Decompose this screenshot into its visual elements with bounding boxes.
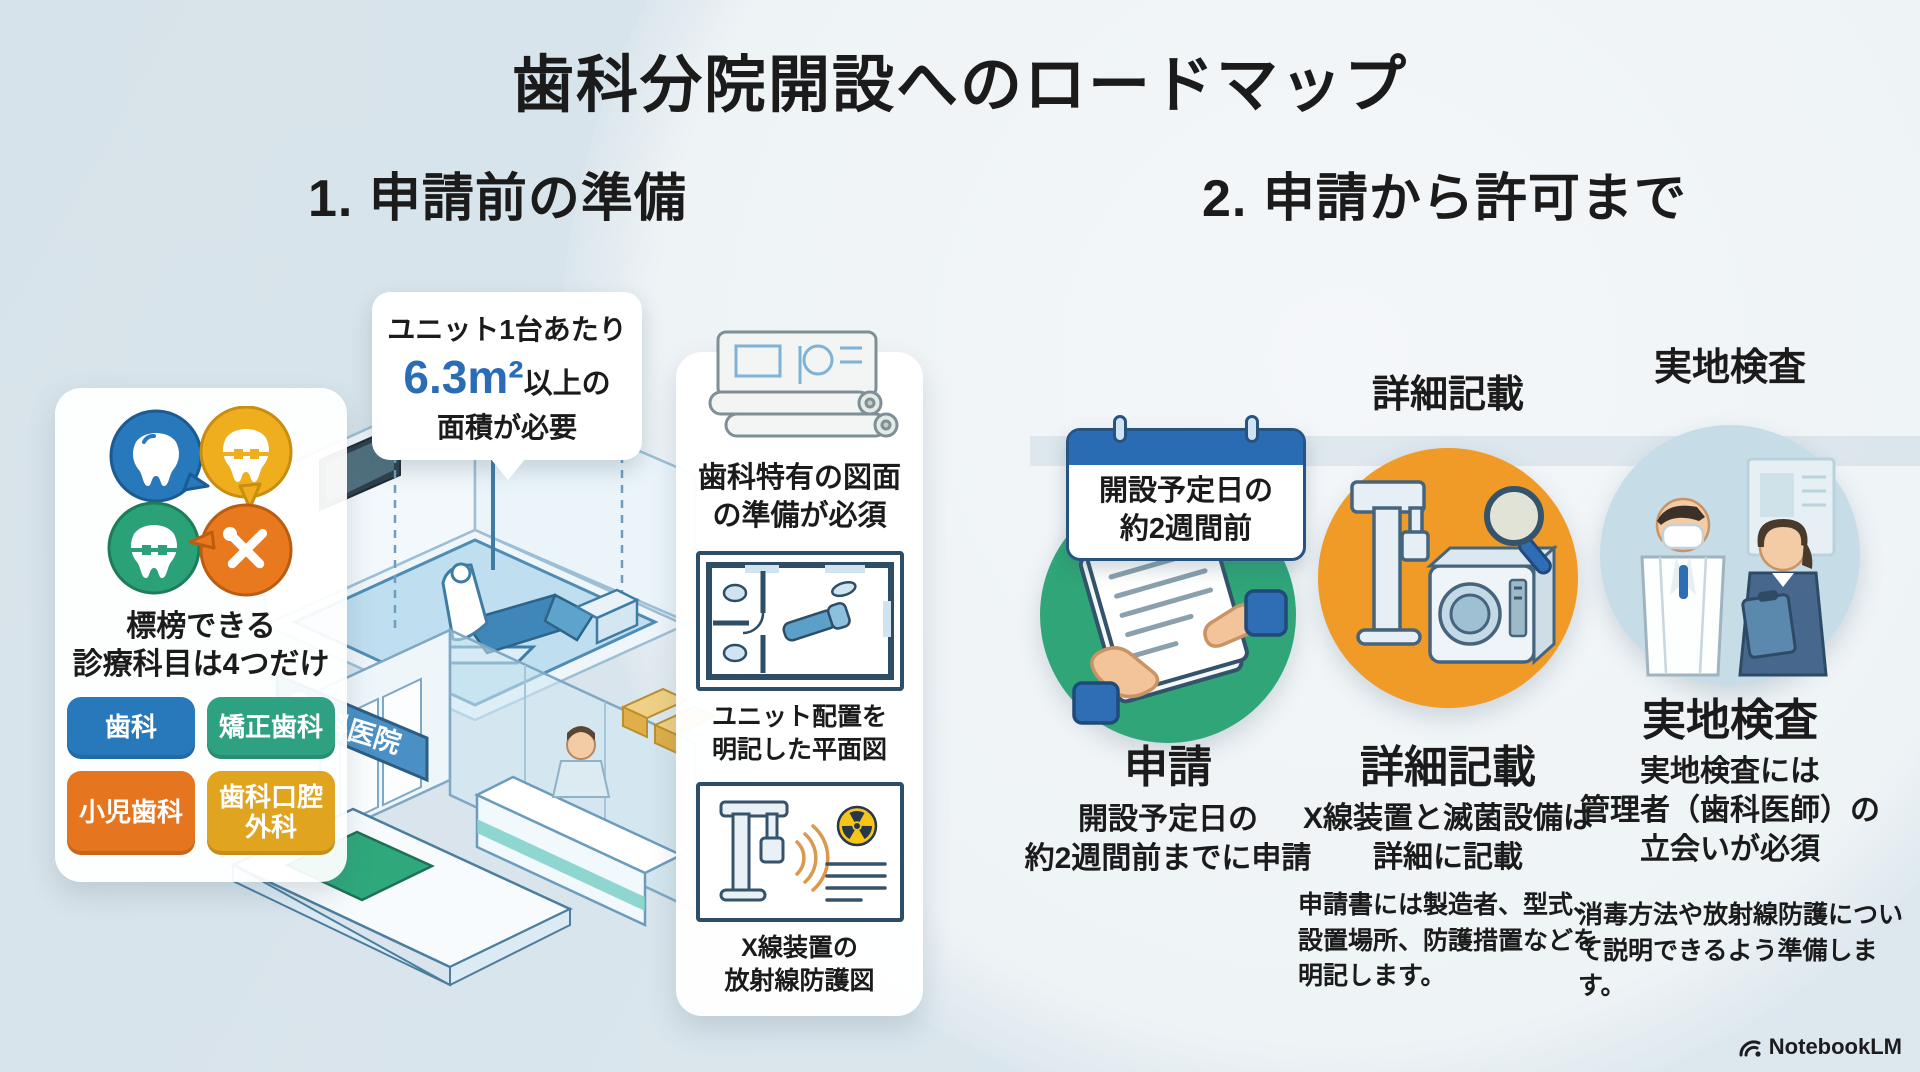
deadline-text: 開設予定日の 約2週間前	[1098, 475, 1273, 545]
drawings-panel: 歯科特有の図面 の準備が必須 ユニット配置を 明記した平面図	[676, 330, 923, 1016]
dental-tools-icon	[188, 503, 293, 597]
specialty-badge-oral-surgery: 歯科口腔外科	[207, 771, 335, 855]
unit-note-line3: 面積が必要	[436, 412, 577, 443]
step1-subtitle: 開設予定日の 約2週間前までに申請	[1024, 803, 1312, 875]
specialty-icons	[107, 406, 293, 597]
inspector-figure	[1738, 519, 1828, 677]
calendar-header	[1069, 415, 1303, 465]
xray-shielding-icon	[719, 800, 887, 903]
clinic-entrance: 科医院	[230, 628, 715, 987]
floor-plan-frame	[695, 551, 904, 692]
specialties-card: 標榜できる 診療科目は4つだけ 歯科 矯正歯科 小児歯科 歯科口腔外科	[55, 388, 347, 882]
specialty-badge-dentistry: 歯科	[67, 697, 195, 759]
floor-plan-caption: ユニット配置を 明記した平面図	[711, 703, 887, 764]
step3-top-label: 実地検査	[1653, 347, 1806, 389]
step1-title: 申請	[1124, 743, 1212, 792]
step3-body: 消毒方法や放射線防護につい て説明できるよう準備します。	[1578, 901, 1904, 1000]
notebooklm-label: NotebookLM	[1768, 1034, 1902, 1059]
tooth-braces-icon	[199, 406, 293, 510]
tooth-icon	[109, 409, 210, 503]
floor-plan-icon	[705, 562, 894, 681]
unit-note-line1: ユニット1台あたり	[387, 314, 627, 345]
onsite-inspection-icon	[1640, 457, 1836, 677]
notebooklm-logo-icon	[1739, 1040, 1761, 1057]
xray-shielding-frame	[695, 782, 904, 923]
radiation-symbol-icon	[836, 806, 877, 847]
doctor-figure	[1640, 497, 1726, 677]
notebooklm-watermark: NotebookLM	[1738, 1034, 1902, 1060]
specialty-badge-pediatric: 小児歯科	[67, 771, 195, 855]
page-title: 歯科分院開設へのロードマップ	[511, 51, 1408, 120]
step3-circle	[1600, 425, 1860, 685]
specialty-badges: 歯科 矯正歯科 小児歯科 歯科口腔外科	[67, 697, 335, 855]
step2-title: 詳細記載	[1360, 743, 1536, 792]
floor-plan-chair	[781, 581, 857, 642]
deadline-calendar-badge: 開設予定日の 約2週間前	[1066, 415, 1306, 562]
step2-circle	[1318, 448, 1578, 708]
step2-body: 申請書には製造者、型式、 設置場所、防護措置などを 明記します。	[1298, 891, 1599, 990]
calendar-ring-icon	[1245, 415, 1259, 443]
specialty-badge-orthodontics: 矯正歯科	[207, 697, 335, 759]
tooth-braces-icon	[107, 501, 201, 595]
step3-title: 実地検査	[1642, 696, 1818, 745]
unit-area-note: ユニット1台あたり 6.3m²以上の 面積が必要	[372, 292, 642, 480]
section1-heading: 1. 申請前の準備	[308, 170, 687, 228]
step3-subtitle: 実地検査には 管理者（歯科医師）の 立会いが必須	[1580, 755, 1880, 866]
tooltip-pointer	[490, 458, 526, 480]
specialties-caption: 標榜できる 診療科目は4つだけ	[72, 610, 330, 681]
receptionist-figure	[551, 726, 611, 798]
unit-note-line2: 6.3m²以上の	[403, 351, 611, 403]
step2-subtitle: X線装置と滅菌設備は 詳細に記載	[1302, 802, 1593, 874]
section2-heading: 2. 申請から許可まで	[1202, 170, 1687, 228]
xray-shielding-caption: X線装置の 放射線防護図	[724, 934, 875, 995]
step2-top-label: 詳細記載	[1371, 374, 1524, 416]
equipment-inspection-icon	[1350, 480, 1558, 666]
unit-area-value: 6.3m²	[403, 351, 524, 403]
magnifier-icon	[1484, 486, 1552, 575]
blueprint-roll-icon	[708, 330, 898, 438]
calendar-ring-icon	[1113, 415, 1127, 443]
drawings-panel-heading: 歯科特有の図面 の準備が必須	[697, 462, 901, 532]
